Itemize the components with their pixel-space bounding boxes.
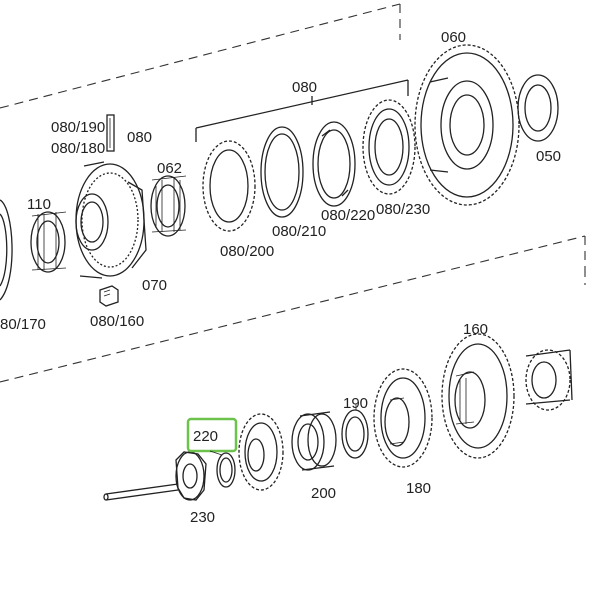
leader-line-220 <box>209 450 223 456</box>
highlight-box-220[interactable] <box>186 417 238 453</box>
label-080-190: 080/190 <box>51 119 105 136</box>
part-230-nut <box>175 451 207 501</box>
part-060-gear <box>414 44 520 206</box>
part-080-210-ring <box>260 126 304 218</box>
label-220[interactable]: 220 <box>193 428 218 445</box>
label-080-230: 080/230 <box>376 201 430 218</box>
label-062: 062 <box>157 160 182 177</box>
label-080-210: 080/210 <box>272 223 326 240</box>
upper-group-boundary <box>0 3 401 109</box>
part-080-190-spring <box>106 114 115 152</box>
part-080-bracket <box>195 79 409 142</box>
label-080-220: 080/220 <box>321 207 375 224</box>
label-190: 190 <box>343 395 368 412</box>
small-gear <box>238 413 284 491</box>
part-080-170-gear <box>0 199 13 301</box>
upper-group-lower-boundary <box>0 235 586 383</box>
label-180: 180 <box>406 480 431 497</box>
part-070-synchro-hub <box>75 161 147 279</box>
part-062-needle-bearing <box>150 175 187 237</box>
label-080-180: 080/180 <box>51 140 105 157</box>
label-160: 160 <box>463 321 488 338</box>
label-070: 070 <box>142 277 167 294</box>
label-080: 080 <box>292 79 317 96</box>
label-080-170: 80/170 <box>0 316 46 333</box>
part-110-needle-bearing <box>30 211 67 273</box>
part-080-220-ring <box>312 121 356 207</box>
shaft <box>103 483 179 501</box>
right-gear <box>525 349 573 411</box>
label-060: 060 <box>441 29 466 46</box>
label-080-side: 080 <box>127 129 152 146</box>
part-080-230-synchro-ring <box>362 99 416 195</box>
part-180-gear <box>373 368 433 468</box>
part-160-gear <box>441 333 515 459</box>
label-080-200: 080/200 <box>220 243 274 260</box>
label-050: 050 <box>536 148 561 165</box>
label-200: 200 <box>311 485 336 502</box>
label-110: 110 <box>27 196 51 213</box>
part-080-200-toothed-ring <box>202 140 256 232</box>
part-050-washer <box>517 74 559 142</box>
part-190-ring <box>341 409 369 459</box>
part-220-washer <box>216 452 236 488</box>
part-200-sleeve <box>291 411 337 471</box>
label-080-160: 080/160 <box>90 313 144 330</box>
label-230: 230 <box>190 509 215 526</box>
part-080-160-block <box>99 285 119 307</box>
